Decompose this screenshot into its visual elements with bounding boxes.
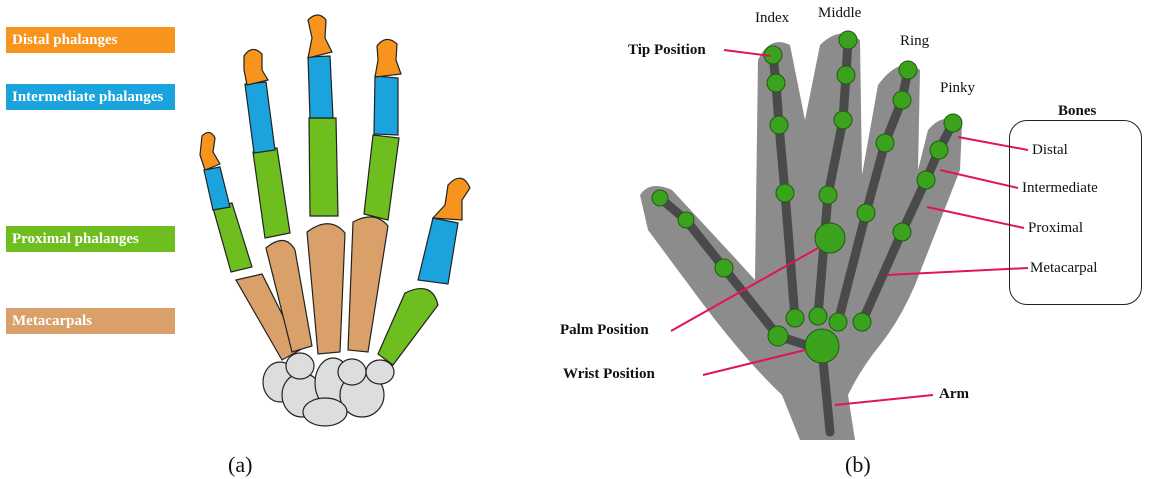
tip-position-label: Tip Position: [628, 42, 706, 59]
bone-label-intermediate: Intermediate: [1022, 180, 1098, 197]
bone-label-metacarpal: Metacarpal: [1030, 260, 1097, 277]
wrist-position-label: Wrist Position: [563, 366, 655, 383]
bones-title: Bones: [1058, 103, 1096, 120]
bone-label-distal: Distal: [1032, 142, 1068, 159]
arm-label: Arm: [939, 386, 969, 403]
finger-label-pinky: Pinky: [940, 80, 975, 97]
palm-position-label: Palm Position: [560, 322, 649, 339]
finger-label-middle: Middle: [818, 5, 861, 22]
caption-b: (b): [845, 452, 871, 478]
palm-position-marker: [815, 223, 845, 253]
caption-a: (a): [228, 452, 252, 478]
metacarpal-bones: [236, 217, 388, 360]
carpal-bones: [263, 353, 394, 426]
wrist-position-marker: [805, 329, 839, 363]
finger-label-ring: Ring: [900, 33, 929, 50]
bones-legend-box: [1009, 120, 1142, 305]
bone-label-proximal: Proximal: [1028, 220, 1083, 237]
finger-label-index: Index: [755, 10, 789, 27]
